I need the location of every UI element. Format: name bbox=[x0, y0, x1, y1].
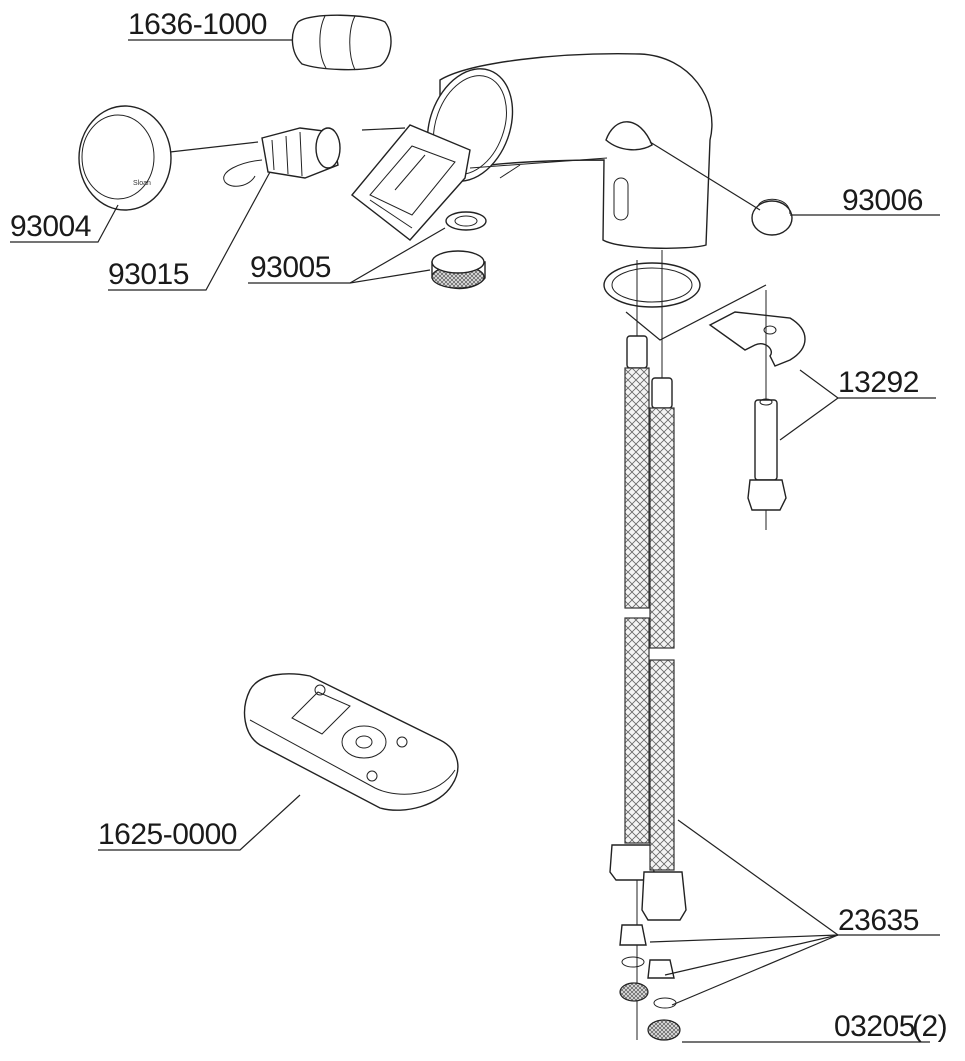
supply-hoses-part bbox=[609, 250, 687, 1040]
label-03205-qty: (2) bbox=[912, 1010, 947, 1043]
battery-pack-part bbox=[291, 14, 392, 71]
sensor-module bbox=[350, 124, 471, 241]
solenoid-valve-part bbox=[223, 127, 341, 187]
part-labels: 1636-1000 93004 93015 93005 93006 13292 … bbox=[10, 8, 948, 1043]
bottom-fittings bbox=[619, 924, 681, 1041]
label-23635: 23635 bbox=[838, 904, 919, 937]
label-13292: 13292 bbox=[838, 366, 919, 399]
sensor-plug-part bbox=[751, 198, 793, 236]
label-93006: 93006 bbox=[842, 184, 923, 217]
svg-text:Sloan: Sloan bbox=[133, 180, 151, 187]
leader-lines bbox=[10, 39, 940, 1043]
label-93015: 93015 bbox=[108, 258, 189, 291]
label-93004: 93004 bbox=[10, 210, 91, 243]
label-03205: 03205 bbox=[834, 1010, 915, 1043]
o-ring-part bbox=[603, 262, 701, 308]
end-cap-part: Sloan bbox=[78, 105, 172, 211]
label-93005: 93005 bbox=[250, 251, 331, 284]
mounting-hardware-part bbox=[708, 290, 806, 530]
aerator-washer-part bbox=[431, 211, 487, 290]
label-1636-1000: 1636-1000 bbox=[128, 8, 267, 41]
label-1625-0000: 1625-0000 bbox=[98, 818, 237, 851]
remote-control-part bbox=[243, 673, 459, 811]
